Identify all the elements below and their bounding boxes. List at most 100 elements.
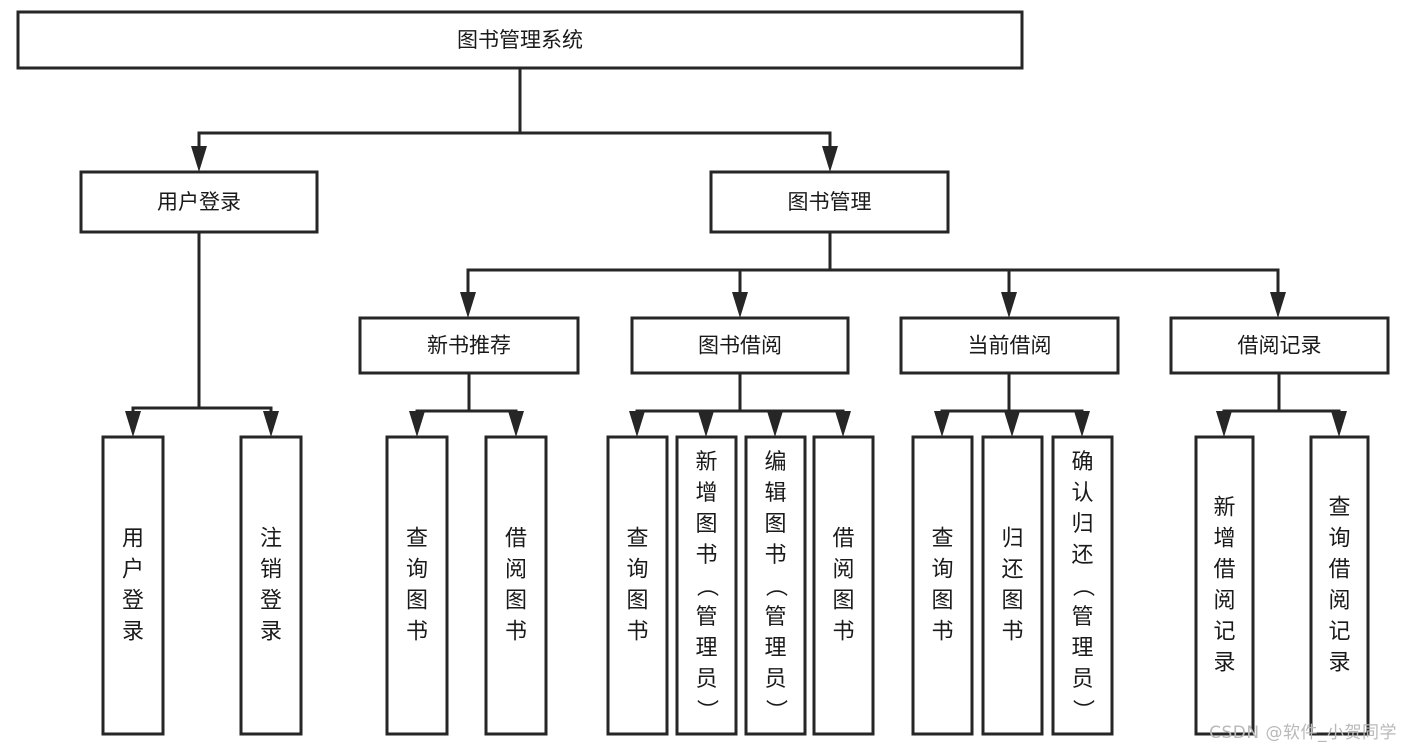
node-book-borrow[interactable]: 图书借阅	[630, 316, 850, 375]
node-label-char: 增	[695, 481, 717, 506]
arrow-head-icon	[767, 411, 783, 437]
node-label-char: 询	[626, 558, 648, 583]
node-label: 图书管理系统	[457, 28, 583, 52]
arrow-head-icon	[1270, 292, 1286, 318]
node-label-char: 认	[1071, 481, 1093, 506]
node-label-char: 图	[832, 589, 854, 614]
node-box	[1169, 316, 1390, 375]
node-label-char: 理	[764, 636, 786, 661]
node-boxes: 图书管理系统用户登录图书管理新书推荐图书借阅当前借阅借阅记录用户登录注销登录查询…	[16, 10, 1390, 736]
node-label: 用户登录	[157, 190, 241, 214]
node-label-char: 书	[832, 620, 854, 645]
arrow-head-icon	[125, 411, 141, 437]
connector-edges	[125, 66, 1347, 437]
node-label-char: 注	[260, 527, 282, 552]
node-label-char: 查	[931, 527, 953, 552]
node-label-char: 查	[1328, 496, 1350, 521]
node-label-char: 辑	[764, 481, 786, 506]
node-label-char: 借	[1328, 558, 1350, 583]
node-label-char: 登	[122, 589, 144, 614]
node-label-char: 销	[260, 558, 282, 583]
node-label-char: 增	[1213, 527, 1235, 552]
node-label-char: 编	[764, 450, 786, 475]
node-book-manage[interactable]: 图书管理	[709, 170, 950, 234]
arrow-head-icon	[1074, 411, 1090, 437]
node-label-char: 管	[764, 605, 786, 630]
node-label-char: ）	[694, 699, 719, 721]
arrow-head-icon	[191, 146, 207, 172]
arrow-head-icon	[1216, 411, 1232, 437]
node-label-char: （	[694, 575, 719, 597]
node-box	[812, 435, 875, 736]
node-label-char: 查	[626, 527, 648, 552]
node-label-char: 书	[626, 620, 648, 645]
node-box	[899, 316, 1120, 375]
node-label-char: 员	[695, 667, 717, 692]
node-label-char: 还	[1071, 543, 1093, 568]
node-box	[1309, 435, 1370, 736]
node-label-char: 归	[1071, 512, 1093, 537]
node-box	[1194, 435, 1255, 736]
node-box	[709, 170, 950, 234]
arrow-head-icon	[460, 292, 476, 318]
node-label-char: 登	[260, 589, 282, 614]
node-box	[744, 435, 807, 736]
arrow-head-icon	[508, 411, 524, 437]
node-label-char: 录	[1328, 651, 1350, 676]
node-label-char: 阅	[505, 558, 527, 583]
node-label-char: 记	[1213, 620, 1235, 645]
node-label-char: 书	[406, 620, 428, 645]
node-label-char: 理	[1071, 636, 1093, 661]
node-label-char: 借	[505, 527, 527, 552]
node-label-char: 图	[626, 589, 648, 614]
node-label-char: 记	[1328, 620, 1350, 645]
node-label-char: 录	[260, 620, 282, 645]
arrow-head-icon	[263, 411, 279, 437]
node-label-char: 查	[406, 527, 428, 552]
node-label-char: ）	[763, 699, 788, 721]
node-label-char: 归	[1001, 527, 1023, 552]
node-label-char: 借	[1213, 558, 1235, 583]
node-label-char: 还	[1001, 558, 1023, 583]
node-label-char: 管	[1071, 605, 1093, 630]
node-leaf-user-login[interactable]: 用户登录	[101, 435, 165, 736]
node-borrow-record[interactable]: 借阅记录	[1169, 316, 1390, 375]
arrow-head-icon	[1331, 411, 1347, 437]
node-label-char: ）	[1070, 699, 1095, 721]
node-label-char: 阅	[1328, 589, 1350, 614]
node-label-char: 询	[931, 558, 953, 583]
node-label: 新书推荐	[427, 334, 511, 358]
arrow-head-icon	[409, 411, 425, 437]
node-label-char: 书	[764, 543, 786, 568]
node-user-login[interactable]: 用户登录	[79, 170, 319, 234]
node-box	[101, 435, 165, 736]
arrow-head-icon	[629, 411, 645, 437]
node-root[interactable]: 图书管理系统	[16, 10, 1024, 70]
node-label: 图书借阅	[698, 334, 782, 358]
node-box	[675, 435, 738, 736]
node-label-char: 员	[1071, 667, 1093, 692]
node-label-char: （	[1070, 575, 1095, 597]
node-label-char: 图	[505, 589, 527, 614]
node-current-borrow[interactable]: 当前借阅	[899, 316, 1120, 375]
node-label-char: 录	[1213, 651, 1235, 676]
arrow-head-icon	[835, 411, 851, 437]
node-new-book-recommend[interactable]: 新书推荐	[358, 316, 580, 375]
arrow-head-icon	[698, 411, 714, 437]
node-label-char: 图	[695, 512, 717, 537]
node-label-char: 理	[695, 636, 717, 661]
node-box	[385, 435, 449, 736]
node-label-char: 询	[406, 558, 428, 583]
